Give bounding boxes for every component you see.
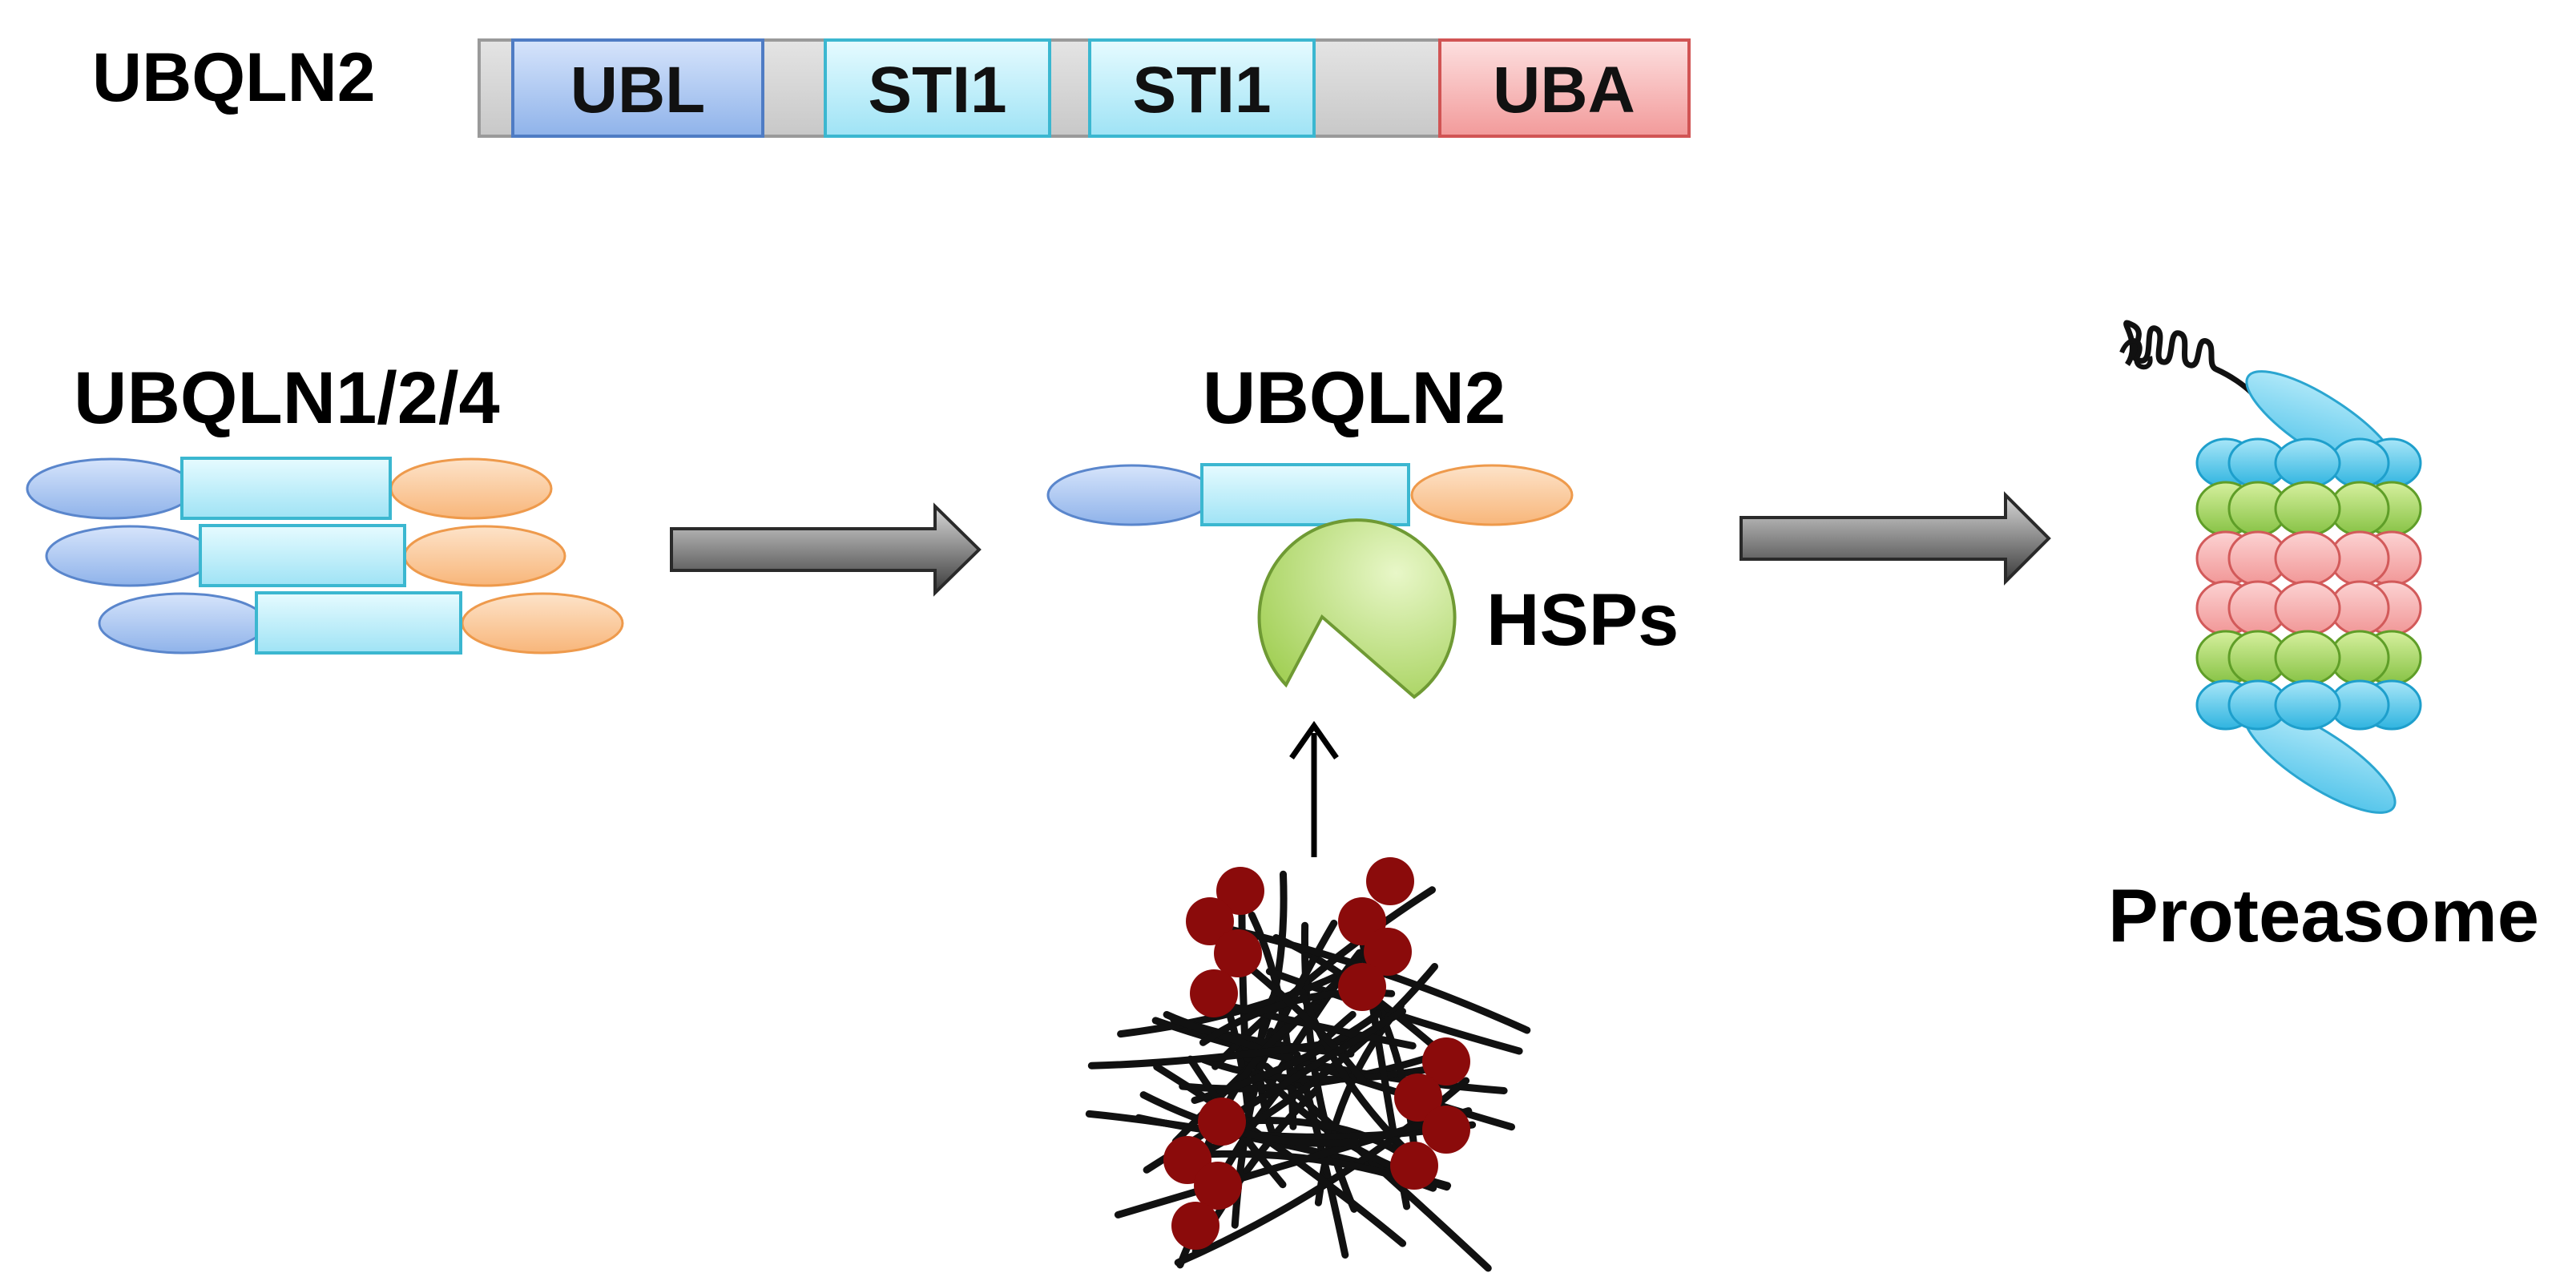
up-arrow bbox=[1289, 720, 1339, 857]
right-arrow-second bbox=[1740, 491, 2051, 586]
domain-sti1-first-box bbox=[824, 38, 1051, 138]
domain-architecture: UBQLN2 UBL STI1 STI1 UBA bbox=[92, 38, 1691, 138]
proteasome-rings bbox=[2195, 437, 2422, 731]
proteasome-label: Proteasome bbox=[2108, 873, 2539, 957]
oligomer-label: UBQLN1/2/4 bbox=[74, 357, 500, 439]
aggregate-bead bbox=[1338, 963, 1386, 1011]
sti1-rect bbox=[1200, 463, 1410, 526]
aggregate-beads bbox=[1163, 857, 1470, 1250]
aggregate-bead bbox=[1390, 1142, 1438, 1190]
aggregate-bead bbox=[1190, 969, 1238, 1017]
right-arrow-first bbox=[670, 502, 982, 597]
domain-ubl-box bbox=[511, 38, 764, 138]
domain-ubl: UBL bbox=[511, 38, 764, 138]
domain-uba: UBA bbox=[1438, 38, 1691, 138]
proteasome-subunit bbox=[2274, 630, 2341, 686]
domain-sti1-second-label: STI1 bbox=[1132, 54, 1271, 127]
pacman-chaperone-icon bbox=[1257, 518, 1457, 699]
aggregate-bead bbox=[1194, 1162, 1242, 1210]
aggregate-bead bbox=[1198, 1098, 1246, 1146]
ubiquilin-oligomer-icon bbox=[26, 457, 624, 655]
uba-ellipse bbox=[389, 457, 553, 520]
aggregate-bead bbox=[1366, 857, 1414, 905]
domain-sti1-second: STI1 bbox=[1088, 38, 1316, 138]
domain-uba-box bbox=[1438, 38, 1691, 138]
proteasome-subunit bbox=[2274, 437, 2341, 489]
oligomer-molecule-middle bbox=[45, 524, 566, 587]
substrate-chain bbox=[2123, 320, 2275, 420]
proteasome-subunit bbox=[2274, 530, 2341, 586]
domain-sti1-first-label: STI1 bbox=[868, 54, 1006, 127]
proteasome-icon bbox=[2119, 320, 2422, 814]
uba-ellipse bbox=[1410, 464, 1574, 526]
proteasome-subunit bbox=[2274, 580, 2341, 636]
chaperone-label: HSPs bbox=[1486, 579, 1679, 661]
ubl-ellipse bbox=[98, 592, 268, 655]
ubiquilin-monomer-icon bbox=[1046, 463, 1574, 526]
ubl-ellipse bbox=[1046, 464, 1216, 526]
sti1-rect bbox=[255, 591, 462, 655]
domain-sti1-second-box bbox=[1088, 38, 1316, 138]
aggregate-bead bbox=[1171, 1202, 1219, 1250]
aggregate-fibril bbox=[1153, 1063, 1407, 1247]
aggregate-fibril bbox=[1262, 1062, 1492, 1272]
domain-uba-label: UBA bbox=[1493, 54, 1635, 127]
oligomer-molecule-top bbox=[26, 457, 553, 520]
monomer-label: UBQLN2 bbox=[1203, 357, 1506, 439]
ubl-ellipse bbox=[26, 457, 196, 520]
aggregate-fibril bbox=[1139, 1091, 1360, 1147]
domain-sti1-first: STI1 bbox=[824, 38, 1051, 138]
sti1-rect bbox=[199, 524, 406, 587]
protein-aggregate-icon bbox=[1085, 857, 1531, 1272]
domain-ubl-label: UBL bbox=[570, 54, 706, 127]
aggregate-fibril bbox=[1191, 1009, 1382, 1104]
aggregate-bead bbox=[1422, 1037, 1470, 1086]
aggregate-bead bbox=[1186, 897, 1234, 945]
aggregate-bead bbox=[1394, 1074, 1442, 1122]
oligomer-molecule-bottom bbox=[98, 591, 624, 655]
aggregate-bead bbox=[1364, 928, 1412, 976]
sti1-rect bbox=[180, 457, 392, 520]
proteasome-subunit bbox=[2274, 679, 2341, 731]
proteasome-subunit bbox=[2274, 481, 2341, 537]
uba-ellipse bbox=[461, 592, 624, 655]
aggregate-bead bbox=[1422, 1106, 1470, 1154]
aggregate-bead bbox=[1216, 867, 1264, 915]
aggregate-fibril bbox=[1170, 1016, 1515, 1131]
ubl-ellipse bbox=[45, 525, 215, 587]
domain-bar-protein-label: UBQLN2 bbox=[92, 39, 376, 116]
aggregate-bead bbox=[1214, 929, 1262, 977]
uba-ellipse bbox=[403, 525, 566, 587]
